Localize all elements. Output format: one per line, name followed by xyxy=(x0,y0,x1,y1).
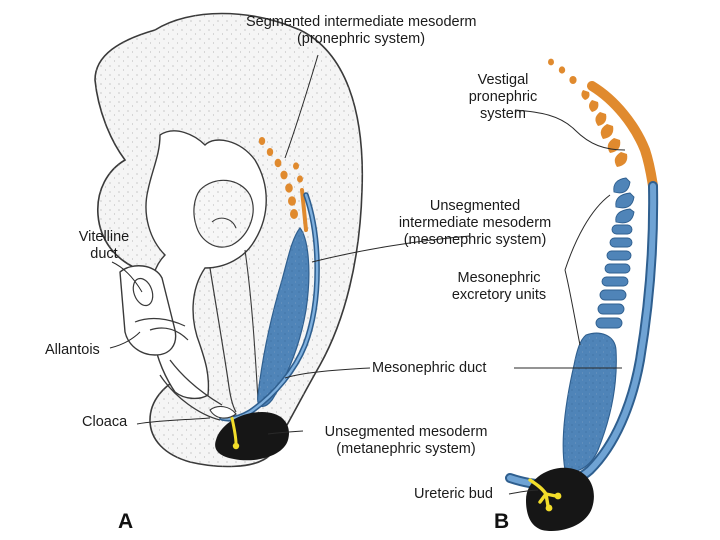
unsegmented-line-1: Unsegmented xyxy=(429,198,521,214)
unsegmented-line-3: (mesonephric system) xyxy=(403,232,547,248)
label-vestigal-pronephric-system: Vestigal pronephric system xyxy=(448,72,558,123)
mesonephric-units-line-2: excretory units xyxy=(451,287,547,303)
vitelline-line-2: duct xyxy=(90,246,118,262)
label-segmented-intermediate-mesoderm: Segmented intermediate mesoderm (proneph… xyxy=(246,14,477,48)
vestigal-line-2: pronephric xyxy=(468,89,538,105)
label-unsegmented-mesoderm: Unsegmented mesoderm (metanephric system… xyxy=(306,424,506,458)
mesonephric-units-line-1: Mesonephric xyxy=(457,270,541,286)
segmented-line-1: Segmented intermediate mesoderm xyxy=(246,14,477,30)
label-cloaca: Cloaca xyxy=(82,414,128,430)
ureteric-bud-b xyxy=(528,478,558,508)
vitelline-line-1: Vitelline xyxy=(78,229,130,245)
segmented-line-2: (pronephric system) xyxy=(296,31,426,47)
vestigal-line-1: Vestigal xyxy=(477,72,529,88)
label-ureteric-bud: Ureteric bud xyxy=(414,486,493,502)
panel-label-a: A xyxy=(118,510,134,533)
label-allantois: Allantois xyxy=(45,342,100,358)
unseg-meso-line-2: (metanephric system) xyxy=(336,441,476,457)
panel-b-kidney-system xyxy=(505,58,659,532)
unsegmented-line-2: intermediate mesoderm xyxy=(398,215,552,231)
unseg-meso-line-1: Unsegmented mesoderm xyxy=(324,424,488,440)
metanephric-mass-b xyxy=(526,467,594,532)
label-unsegmented-intermediate-mesoderm: Unsegmented intermediate mesoderm (meson… xyxy=(380,198,570,249)
leader-lines xyxy=(109,54,626,495)
label-mesonephric-duct: Mesonephric duct xyxy=(372,360,487,376)
label-vitelline-duct: Vitelline duct xyxy=(56,229,152,263)
pronephric-segments-a xyxy=(258,137,308,232)
panel-label-b: B xyxy=(494,510,510,533)
pronephric-tubules-b xyxy=(548,58,658,191)
vestigal-line-3: system xyxy=(480,106,526,122)
mesonephric-units-b xyxy=(595,177,635,329)
vitelline-duct-stalk xyxy=(119,265,177,356)
label-mesonephric-excretory-units: Mesonephric excretory units xyxy=(424,270,574,304)
